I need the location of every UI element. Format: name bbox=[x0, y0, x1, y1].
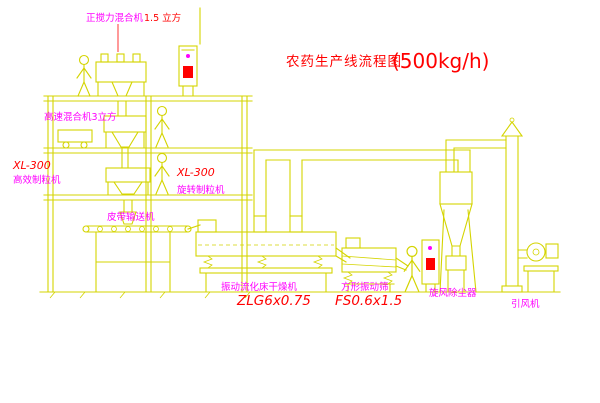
induced-draft-fan bbox=[517, 242, 559, 293]
operator-figure-1 bbox=[76, 54, 92, 97]
paddle-mixer bbox=[95, 53, 147, 117]
granulator-left-model: XL-300 bbox=[12, 159, 51, 172]
paddle-mixer-spec: 1.5 立方 bbox=[144, 12, 181, 24]
belt-conveyor bbox=[82, 224, 201, 293]
paddle-mixer-label: 正搅力混合机 bbox=[86, 12, 144, 24]
feeder-machine bbox=[57, 129, 93, 149]
granulator bbox=[105, 167, 151, 225]
belt-conveyor-label: 皮带输送机 bbox=[107, 211, 155, 223]
operator-figure-4 bbox=[403, 245, 421, 292]
panel-lamp bbox=[186, 54, 190, 58]
fluid-bed-dryer bbox=[195, 215, 351, 293]
cyclone-label: 旋风除尘器 bbox=[429, 287, 477, 299]
diagram-title: 农药生产线流程图 bbox=[286, 54, 402, 70]
diagram-capacity: (500kg/h) bbox=[392, 49, 489, 73]
operator-figure-3 bbox=[154, 152, 170, 195]
dryer-model: ZLG6x0.75 bbox=[236, 293, 311, 309]
panel-indicator-red bbox=[426, 258, 435, 270]
vent-stack bbox=[500, 117, 524, 293]
panel-indicator-red bbox=[183, 66, 193, 78]
screen-model: FS0.6x1.5 bbox=[335, 293, 402, 309]
fan-label: 引风机 bbox=[511, 298, 540, 310]
building-frame bbox=[43, 95, 253, 293]
granulator-left-label: 高效制粒机 bbox=[13, 174, 61, 186]
high-speed-mixer-label: 高速混合机3立方 bbox=[44, 111, 117, 123]
vibrating-screen bbox=[341, 237, 409, 293]
panel-lamp bbox=[428, 246, 432, 250]
high-speed-mixer bbox=[103, 115, 147, 169]
cyclone-separator bbox=[439, 139, 507, 293]
granulator-right-label: 旋转制粒机 bbox=[177, 184, 225, 196]
operator-figure-2 bbox=[154, 105, 170, 148]
granulator-right-model: XL-300 bbox=[176, 166, 215, 179]
ground-line bbox=[39, 291, 561, 299]
dryer-label: 振动流化床干燥机 bbox=[221, 281, 298, 293]
control-cabinet-bottom bbox=[421, 239, 440, 293]
exhaust-duct bbox=[253, 149, 471, 217]
control-cabinet-top bbox=[178, 7, 201, 97]
screen-label: 方形振动筛 bbox=[341, 281, 389, 293]
